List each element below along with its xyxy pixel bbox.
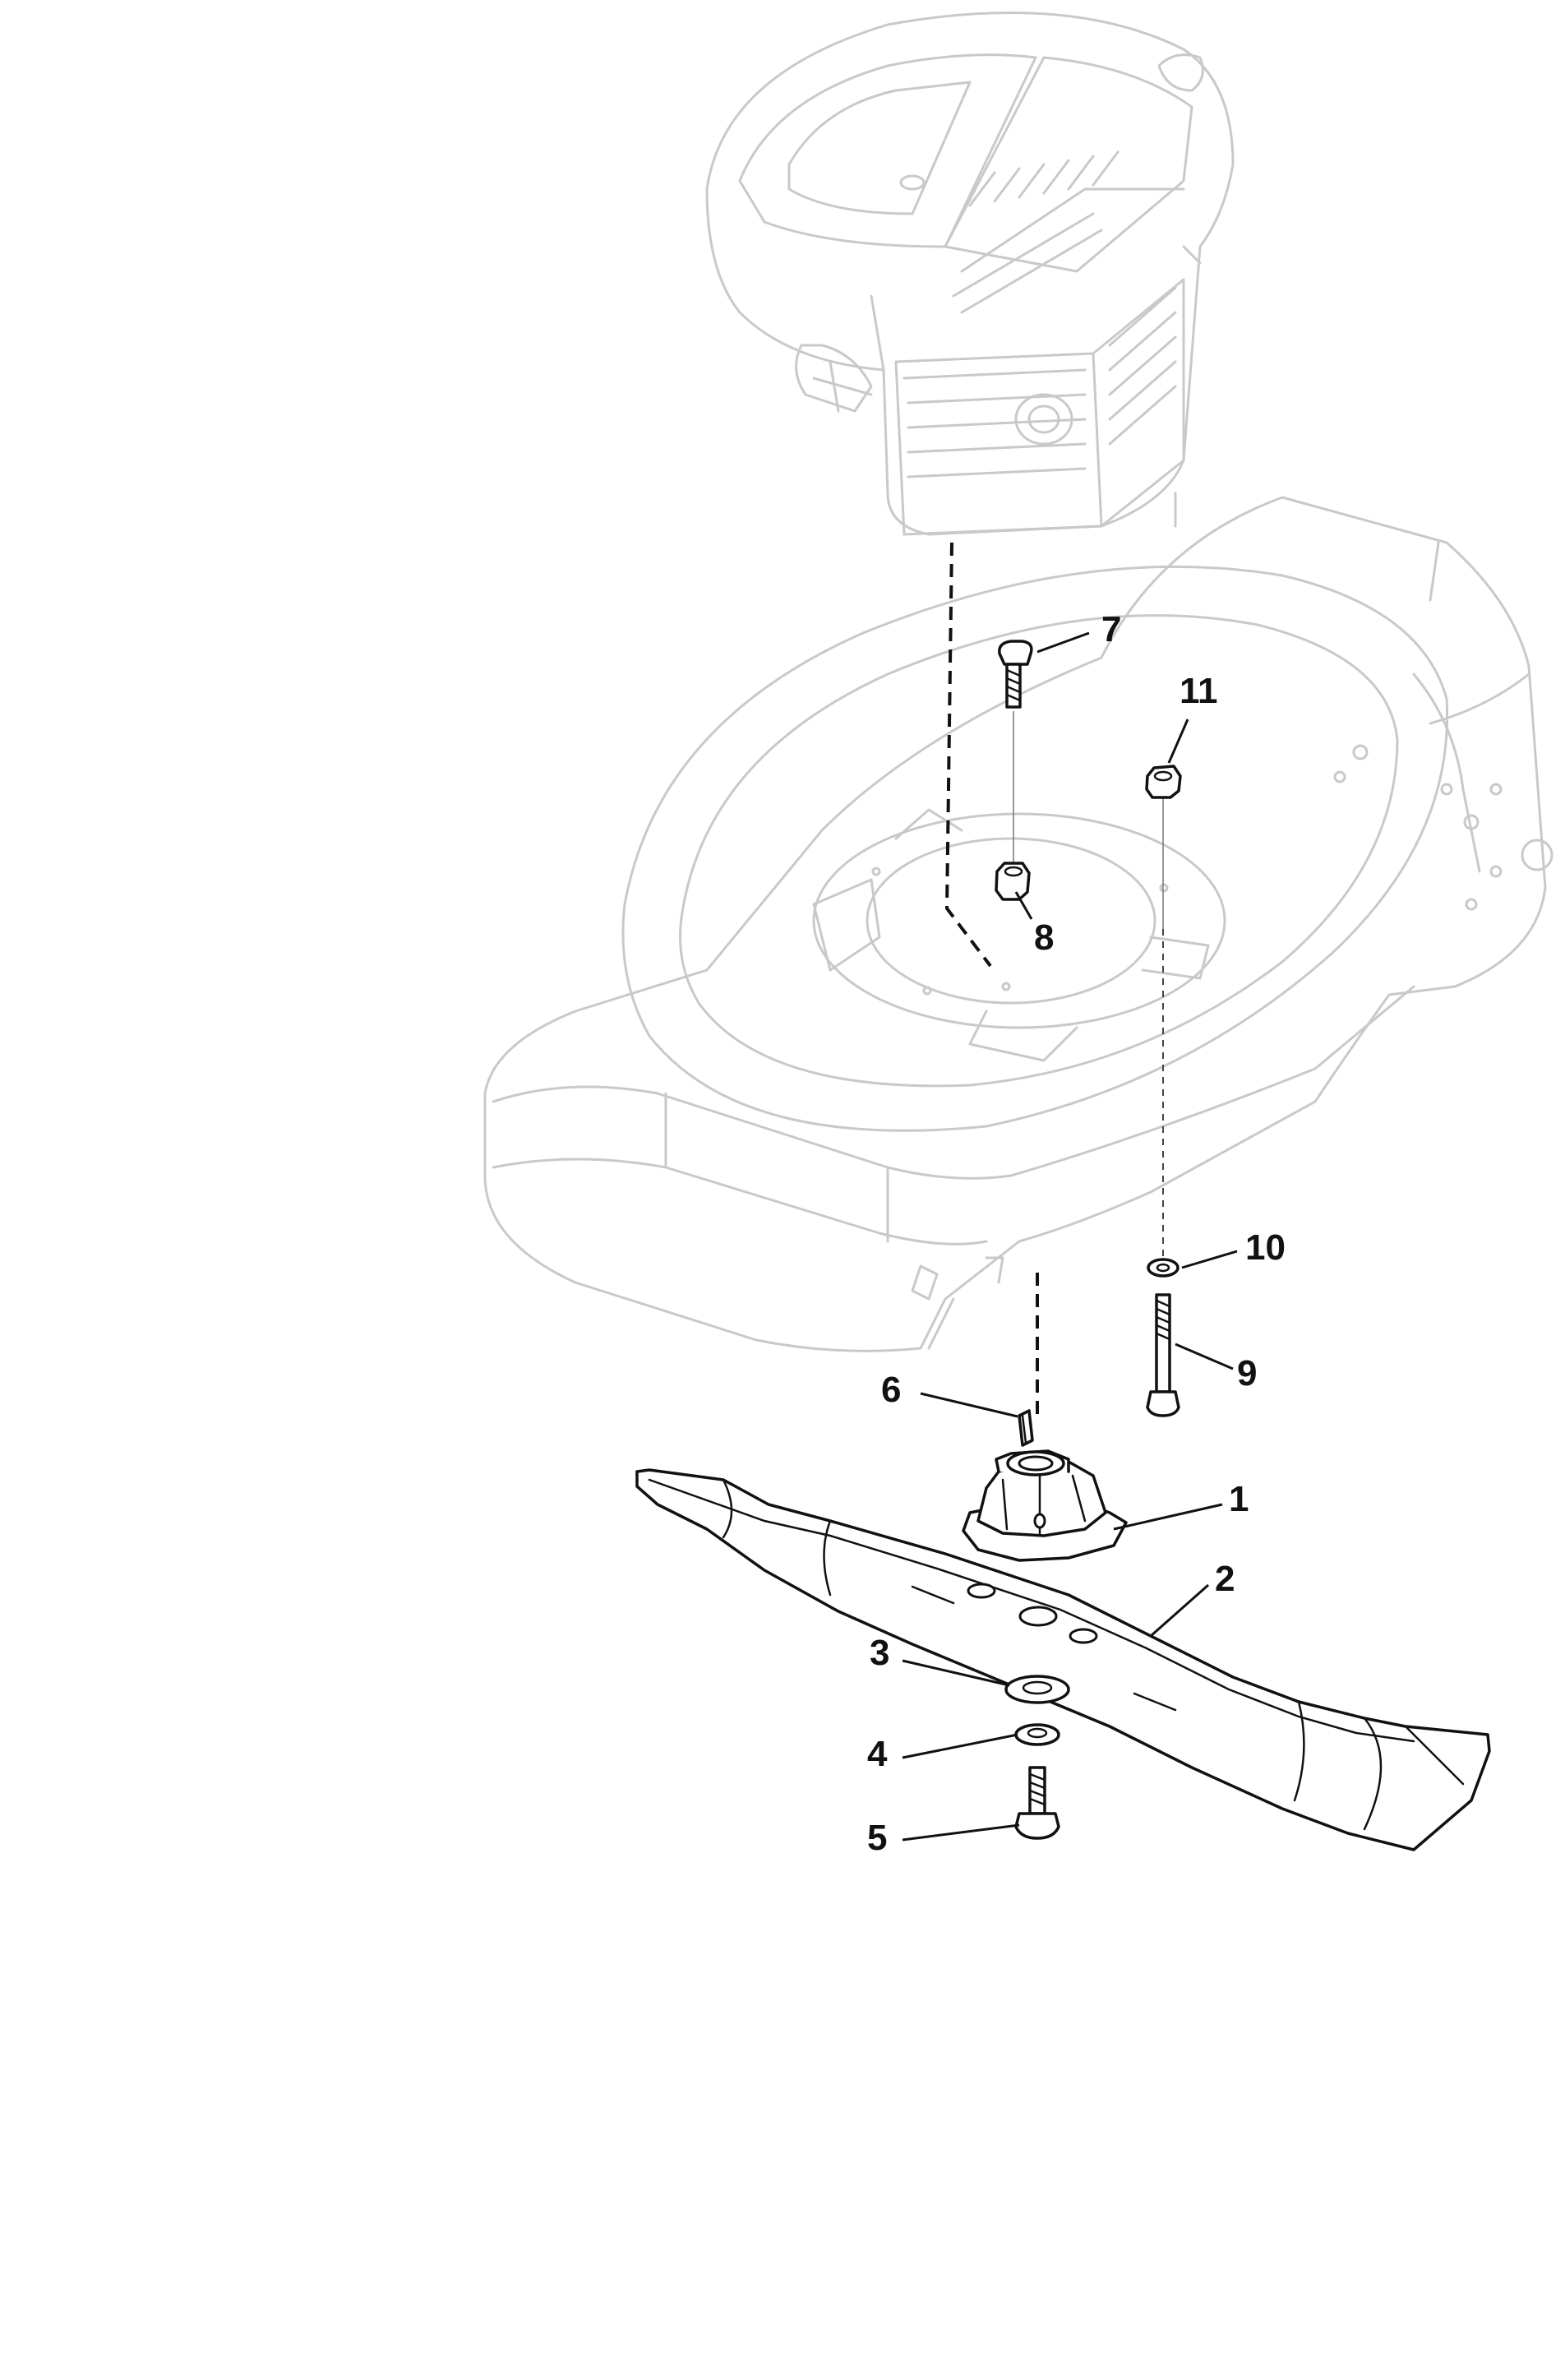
callout-3: 3 bbox=[870, 1633, 889, 1673]
callout-10: 10 bbox=[1245, 1227, 1286, 1268]
leader-9 bbox=[1175, 1343, 1234, 1370]
part-2-blade bbox=[635, 1468, 1491, 1851]
leader-4 bbox=[902, 1733, 1018, 1759]
leader-lines bbox=[902, 631, 1238, 1842]
callout-7: 7 bbox=[1101, 609, 1121, 649]
callout-11: 11 bbox=[1180, 671, 1218, 711]
leader-7 bbox=[1036, 631, 1090, 654]
leader-6 bbox=[920, 1392, 1018, 1418]
part-6-key bbox=[1018, 1409, 1034, 1447]
part-7-bolt bbox=[998, 640, 1033, 709]
callout-labels: 7 11 8 10 9 6 1 2 3 4 5 bbox=[867, 609, 1286, 1858]
part-10-washer bbox=[1147, 1258, 1180, 1278]
leader-8 bbox=[1014, 891, 1033, 920]
leader-11 bbox=[1167, 719, 1189, 764]
leader-5 bbox=[902, 1823, 1020, 1842]
part-1-blade-hub bbox=[962, 1449, 1128, 1562]
callout-6: 6 bbox=[881, 1370, 901, 1410]
part-8-nut bbox=[995, 862, 1031, 901]
leader-3 bbox=[902, 1659, 1010, 1687]
assembly-lines bbox=[944, 542, 1164, 1414]
callout-9: 9 bbox=[1237, 1353, 1257, 1393]
callout-2: 2 bbox=[1215, 1559, 1235, 1599]
part-11-nut bbox=[1145, 765, 1182, 799]
callout-4: 4 bbox=[867, 1734, 888, 1774]
leader-10 bbox=[1181, 1250, 1238, 1269]
part-9-long-bolt bbox=[1146, 1293, 1180, 1417]
leader-1 bbox=[1113, 1503, 1223, 1531]
mower-deck-ghost bbox=[483, 492, 1553, 1352]
part-4-spring-washer bbox=[1014, 1723, 1060, 1746]
engine-ghost bbox=[705, 11, 1235, 536]
callout-5: 5 bbox=[867, 1818, 887, 1858]
callout-8: 8 bbox=[1034, 917, 1054, 958]
part-3-washer bbox=[1004, 1675, 1070, 1704]
callout-1: 1 bbox=[1229, 1479, 1249, 1519]
leader-2 bbox=[1150, 1583, 1209, 1638]
part-5-blade-bolt bbox=[1014, 1766, 1060, 1840]
